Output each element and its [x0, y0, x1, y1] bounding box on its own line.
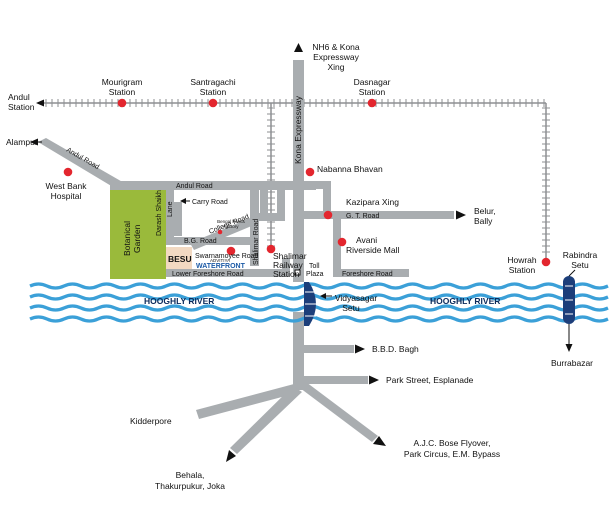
hooghly-river: [29, 282, 609, 323]
west-bank-marker: [63, 167, 73, 177]
kidderpore-label: Kidderpore: [130, 416, 172, 426]
santragachi-marker: [208, 98, 218, 108]
waterfront-small-label: ADVITIYA: [210, 258, 230, 263]
waterfront-marker: [226, 246, 236, 256]
besu-area: [166, 247, 192, 269]
alampur-label: Alampur: [6, 137, 38, 147]
botanical-garden-area: [110, 186, 166, 279]
waterfront-label: WATERFRONT: [196, 263, 246, 270]
location-markers: [63, 98, 551, 276]
kazipara-marker: [323, 210, 333, 220]
darash-shaikh-label: Darash Shaikh: [156, 190, 163, 236]
gt-road-label: G. T. Road: [346, 213, 379, 220]
dasnagar-marker: [367, 98, 377, 108]
lane-label: Lane: [167, 201, 174, 217]
park-street-label: Park Street, Esplanade: [386, 375, 474, 385]
belur-label: Belur,Bally: [474, 206, 496, 226]
shalimar-road-label: Shalimar Road: [253, 219, 260, 265]
besu-label: BESU: [168, 254, 192, 264]
bg-road-label: B.G. Road: [184, 238, 217, 245]
toll-plaza-marker: [294, 269, 301, 276]
andul-road-label: Andul Road: [176, 183, 213, 190]
foreshore-label: Foreshore Road: [342, 271, 393, 278]
vidyasagar-setu-icon: [304, 282, 332, 326]
carry-road-label: Carry Road: [192, 199, 228, 206]
lower-foreshore-label: Lower Foreshore Road: [172, 271, 244, 278]
swarnamoyee-road-label: Swarnamoyee Road: [195, 253, 259, 260]
botanical-label: BotanicalGarden: [122, 221, 142, 256]
bbd-bagh-label: B.B.D. Bagh: [372, 344, 419, 354]
ajc-label: A.J.C. Bose Flyover,Park Circus, E.M. By…: [404, 438, 500, 459]
burrabazar-label: Burrabazar: [551, 358, 593, 368]
avani-marker: [337, 237, 347, 247]
howrah-marker: [541, 257, 551, 267]
nabanna-label: Nabanna Bhavan: [317, 164, 383, 174]
kona-expressway-label: Kona Expressway: [293, 95, 303, 164]
behala-label: Behala,Thakurpukur, Joka: [155, 470, 225, 491]
shalimar-marker: [266, 244, 276, 254]
rabindra-setu-icon: [563, 269, 576, 352]
road-network: [38, 43, 466, 462]
nabanna-marker: [305, 167, 315, 177]
kazipara-label: Kazipara Xing: [346, 197, 399, 207]
mourigram-marker: [117, 98, 127, 108]
bengal-paints-marker: [217, 229, 223, 235]
hooghly-left-label: HOOGHLY RIVER: [144, 296, 214, 306]
hooghly-right-label: HOOGHLY RIVER: [430, 296, 500, 306]
